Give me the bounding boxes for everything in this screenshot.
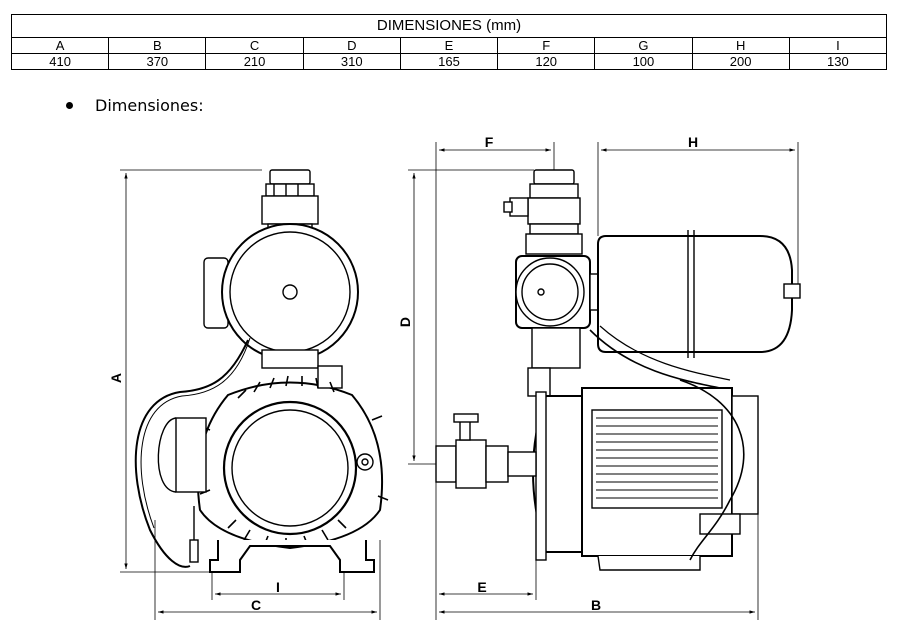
dim-label-h: H (688, 134, 698, 150)
front-pressure-switch (203, 223, 359, 369)
dim-a (120, 169, 262, 573)
dim-c (154, 520, 381, 620)
front-base (209, 540, 375, 573)
dim-i (211, 572, 345, 600)
dim-d (408, 169, 534, 465)
side-view (435, 169, 801, 571)
dim-label-e: E (477, 579, 486, 595)
table-value-row: 410 370 210 310 165 120 100 200 130 (10, 53, 888, 70)
side-pressure-switch (515, 255, 603, 397)
front-motor (197, 365, 383, 550)
dim-label-d: D (397, 317, 413, 327)
value-cell: 200 (691, 53, 790, 70)
side-outlet-fitting (503, 169, 583, 255)
dim-label-a: A (108, 373, 124, 383)
value-cell: 130 (788, 53, 888, 70)
table-title: DIMENSIONES (mm) (11, 14, 887, 38)
front-cable (134, 339, 249, 568)
section-heading: Dimensiones: (95, 96, 204, 115)
dimensions-table: DIMENSIONES (mm) A B C D E F G H I 410 3… (10, 14, 888, 70)
section-bullet: Dimensiones: (66, 96, 204, 115)
bullet-icon (66, 102, 73, 109)
value-cell: 410 (10, 53, 110, 70)
dim-label-b: B (591, 597, 601, 613)
value-cell: 165 (399, 53, 499, 70)
table-title-row: DIMENSIONES (mm) (11, 14, 887, 38)
side-pump-body (532, 387, 759, 571)
value-cell: 370 (108, 53, 207, 70)
side-inlet-valve (435, 413, 537, 489)
side-cable (589, 329, 721, 389)
value-cell: 100 (594, 53, 693, 70)
dim-label-i: I (276, 579, 280, 595)
dim-b (439, 514, 759, 620)
value-cell: 120 (497, 53, 596, 70)
dim-label-f: F (485, 134, 494, 150)
front-terminal-box (157, 417, 207, 563)
dim-e (435, 482, 537, 620)
side-expansion-tank (597, 230, 801, 358)
dim-h (597, 142, 799, 284)
dim-f (435, 142, 555, 446)
front-view (134, 169, 389, 573)
front-outlet-fitting (261, 169, 319, 233)
value-cell: 210 (205, 53, 304, 70)
dim-label-c: C (251, 597, 261, 613)
